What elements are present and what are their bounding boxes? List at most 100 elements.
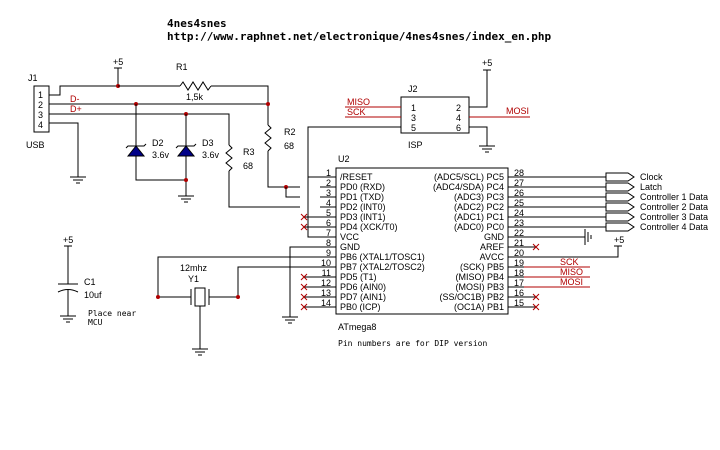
output-label: Controller 1 Data bbox=[640, 192, 708, 202]
u2-right-pin-label: (MISO) PB4 bbox=[455, 272, 504, 282]
wire-vbus bbox=[49, 85, 118, 96]
wire-d2-bottom bbox=[135, 156, 186, 181]
u2-left-pin-number: 1 bbox=[326, 168, 331, 178]
u2-right-pin-label: AREF bbox=[480, 242, 505, 252]
no-connect-markers-right bbox=[524, 243, 540, 311]
u2-right-pin-number: 16 bbox=[514, 288, 524, 298]
y1-crystal bbox=[194, 287, 206, 307]
junction-dminus-r2 bbox=[266, 102, 270, 106]
u2-right-pin-label: (ADC1) PC1 bbox=[454, 212, 504, 222]
r1-value: 1,5k bbox=[186, 92, 204, 102]
wire-avcc bbox=[524, 246, 619, 258]
j1-pin-1: 1 bbox=[38, 90, 43, 100]
u2-left-pin-label: /RESET bbox=[340, 172, 373, 182]
r2-ref: R2 bbox=[284, 127, 296, 137]
u2-left-pin-number: 10 bbox=[321, 258, 331, 268]
u2-left-pin-number: 12 bbox=[321, 278, 331, 288]
u2-right-pin-number: 19 bbox=[514, 258, 524, 268]
u2-right-pin-label: (ADC4/SDA) PC4 bbox=[433, 182, 504, 192]
vbus-supply-label: +5 bbox=[113, 57, 123, 67]
output-label: Clock bbox=[640, 172, 663, 182]
u2-right-pin-number: 18 bbox=[514, 268, 524, 278]
u2-left-pin-number: 4 bbox=[326, 198, 331, 208]
c1-note-line1: Place near bbox=[88, 309, 136, 318]
gnd-symbol-pin22 bbox=[584, 229, 592, 245]
u2-right-pin-number: 26 bbox=[514, 188, 524, 198]
u2-right-pin-number: 25 bbox=[514, 198, 524, 208]
wire-dplus bbox=[49, 113, 230, 145]
u2-right-pin-label: (ADC5/SCL) PC5 bbox=[434, 172, 504, 182]
r2-resistor bbox=[264, 124, 272, 152]
r1-resistor bbox=[179, 81, 212, 91]
isp-sck-label: SCK bbox=[347, 107, 366, 117]
wire-xtal2 bbox=[209, 266, 320, 298]
u2-left-pin-label: PD3 (INT1) bbox=[340, 212, 386, 222]
u2-left-pin-number: 9 bbox=[326, 248, 331, 258]
j1-ref: J1 bbox=[28, 73, 38, 83]
no-connect-x bbox=[300, 283, 308, 291]
gnd-symbol-mcu bbox=[282, 316, 298, 324]
c1-plate-bottom bbox=[57, 289, 79, 293]
r3-resistor bbox=[225, 144, 233, 172]
output-label: Controller 4 Data bbox=[640, 222, 708, 232]
j2-pin-5: 5 bbox=[411, 123, 416, 133]
no-connect-x bbox=[532, 243, 540, 251]
schematic-title: 4nes4snes bbox=[167, 17, 227, 30]
u2-left-pin-label: PD2 (INT0) bbox=[340, 202, 386, 212]
offpage-connector bbox=[605, 192, 635, 202]
d2-zener bbox=[126, 145, 146, 157]
d2-bar bbox=[125, 143, 147, 149]
j1-pin-4: 4 bbox=[38, 120, 43, 130]
d2-value: 3.6v bbox=[152, 150, 170, 160]
avcc-supply-label: +5 bbox=[614, 235, 624, 245]
mcu-miso-label: MISO bbox=[560, 267, 583, 277]
d3-bar bbox=[175, 143, 197, 149]
r3-ref: R3 bbox=[243, 147, 255, 157]
c1-ref: C1 bbox=[84, 277, 96, 287]
u2-left-pin-label: PD4 (XCK/T0) bbox=[340, 222, 398, 232]
d3-ref: D3 bbox=[202, 138, 214, 148]
j2-pin-6: 6 bbox=[456, 123, 461, 133]
no-connect-x bbox=[532, 293, 540, 301]
u2-right-pin-number: 15 bbox=[514, 298, 524, 308]
u2-pin-note: Pin numbers are for DIP version bbox=[338, 339, 487, 348]
no-connect-x bbox=[300, 223, 308, 231]
u2-left-pin-label: PD0 (RXD) bbox=[340, 182, 385, 192]
junction-xtal2 bbox=[236, 295, 240, 299]
wire-r1-right bbox=[211, 85, 269, 125]
u2-left-pin-label: PD5 (T1) bbox=[340, 272, 377, 282]
offpage-connector bbox=[605, 202, 635, 212]
y1-ref: Y1 bbox=[188, 274, 199, 284]
r1-ref: R1 bbox=[176, 62, 188, 72]
r3-value: 68 bbox=[243, 161, 253, 171]
c1-supply-label: +5 bbox=[63, 235, 73, 245]
u2-right-pin-label: (SS/OC1B) PB2 bbox=[439, 292, 504, 302]
u2-right-pin-label: (MOSI) PB3 bbox=[455, 282, 504, 292]
u2-left-pin-label: PD7 (AIN1) bbox=[340, 292, 386, 302]
junction-diodes bbox=[184, 178, 188, 182]
gnd-symbol-c1 bbox=[60, 315, 76, 323]
wire-isp-reset bbox=[307, 126, 401, 178]
wire-xtal1 bbox=[157, 256, 320, 298]
no-connect-x bbox=[300, 293, 308, 301]
u2-left-pin-number: 3 bbox=[326, 188, 331, 198]
wire-r3-pd2 bbox=[228, 171, 300, 208]
offpage-connector bbox=[605, 222, 635, 232]
u2-right-pin-number: 28 bbox=[514, 168, 524, 178]
wire-r2-pd0 bbox=[267, 151, 300, 188]
j1-pin-3: 3 bbox=[38, 110, 43, 120]
isp-supply-label: +5 bbox=[482, 58, 492, 68]
no-connect-x bbox=[300, 213, 308, 221]
j1-name: USB bbox=[26, 140, 45, 150]
u2-right-pin-label: AVCC bbox=[480, 252, 505, 262]
net-dplus-label: D+ bbox=[70, 104, 82, 114]
isp-miso-label: MISO bbox=[347, 97, 370, 107]
isp-mosi-label: MOSI bbox=[506, 106, 529, 116]
j2-isp-header bbox=[400, 96, 470, 134]
u2-right-pin-label: (SCK) PB5 bbox=[460, 262, 504, 272]
u2-right-pin-number: 21 bbox=[514, 238, 524, 248]
offpage-connector bbox=[605, 182, 635, 192]
gnd-symbol-usb bbox=[70, 176, 86, 184]
